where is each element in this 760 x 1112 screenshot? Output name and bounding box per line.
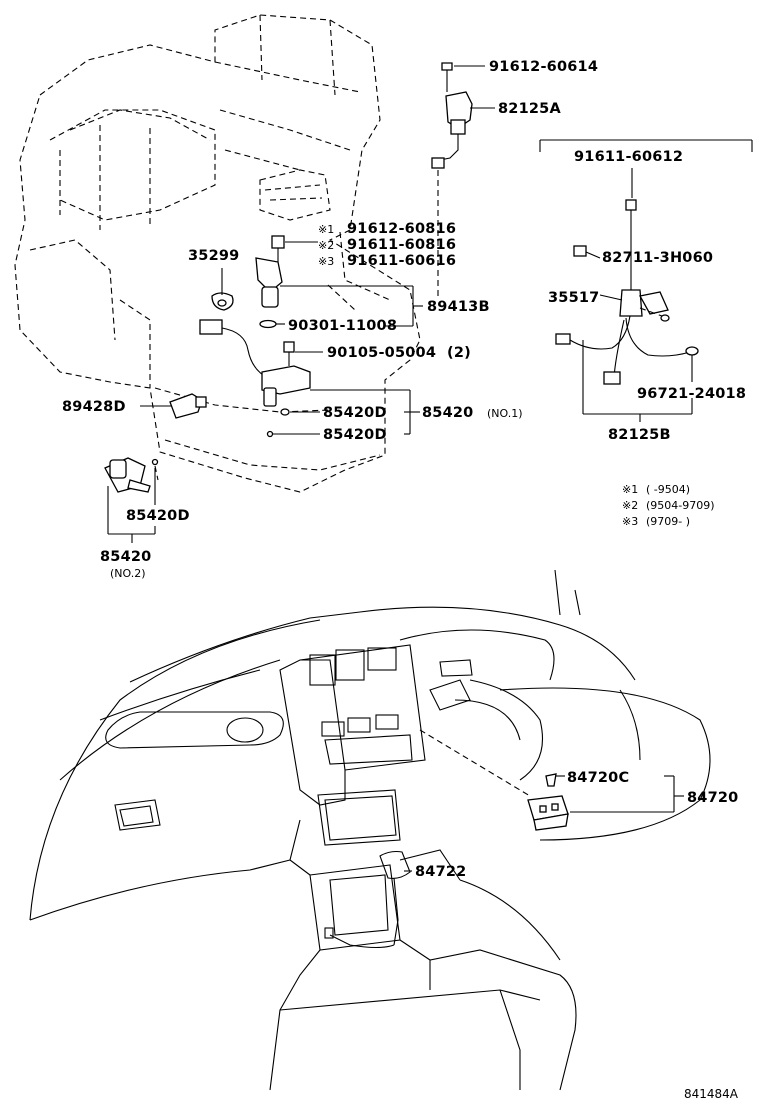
label-bolt-top: 91612-60614 — [489, 59, 598, 75]
label-seal-1: 85420D — [323, 405, 387, 421]
label-solenoid-2: 85420 — [100, 549, 151, 565]
dashboard-illustration — [29, 569, 711, 1091]
label-bolt-mid-qty: (2) — [447, 345, 471, 361]
label-solenoid-no1: (NO.1) — [487, 407, 523, 420]
note1-legend-range: ( -9504) — [646, 483, 690, 496]
note3-legend-mark: ※3 — [622, 515, 638, 528]
label-sensor-89413b: 89413B — [427, 299, 490, 315]
label-note1-part: 91612-60816 — [347, 221, 456, 237]
label-clamp-96721: 96721-24018 — [637, 386, 746, 402]
note1-mark: ※1 — [318, 223, 334, 236]
crank-sensor-89413b — [211, 235, 356, 329]
solenoid-85420-no1 — [199, 319, 311, 438]
note2-legend-range: (9504-9709) — [646, 499, 715, 512]
note3-mark: ※3 — [318, 255, 334, 268]
label-sensor-82125a: 82125A — [498, 101, 561, 117]
label-shift-switch-84722: 84722 — [415, 864, 466, 880]
sensor-89428d — [169, 393, 207, 419]
engine-illustration — [14, 14, 421, 493]
label-bolt-mid: 90105-05004 — [327, 345, 436, 361]
label-switch-84720: 84720 — [687, 790, 738, 806]
label-gasket-35299: 35299 — [188, 248, 239, 264]
label-sensor-89428d: 89428D — [62, 399, 126, 415]
note2-mark: ※2 — [318, 239, 334, 252]
note3-legend-range: (9709- ) — [646, 515, 690, 528]
label-sensor-35517: 35517 — [548, 290, 599, 306]
label-solenoid-no2: (NO.2) — [110, 567, 146, 580]
label-harness-82125b: 82125B — [608, 427, 671, 443]
label-note2-part: 91611-60816 — [347, 237, 456, 253]
note2-legend-mark: ※2 — [622, 499, 638, 512]
label-switch-cap-84720c: 84720C — [567, 770, 629, 786]
label-seal-2: 85420D — [323, 427, 387, 443]
harness-82125b — [555, 199, 699, 385]
label-bolt-right: 91611-60612 — [574, 149, 683, 165]
label-oring: 90301-11008 — [288, 318, 397, 334]
cam-sensor-82125a — [431, 62, 473, 300]
diagram-reference: 841484A — [684, 1087, 739, 1101]
switch-84720-part — [527, 773, 569, 831]
solenoid-85420-no2 — [104, 457, 159, 493]
label-seal-3: 85420D — [126, 508, 190, 524]
label-bracket-82711: 82711-3H060 — [602, 250, 713, 266]
label-note3-part: 91611-60616 — [347, 253, 456, 269]
leader-lines — [107, 65, 753, 872]
note1-legend-mark: ※1 — [622, 483, 638, 496]
label-solenoid-85420: 85420 — [422, 405, 473, 421]
